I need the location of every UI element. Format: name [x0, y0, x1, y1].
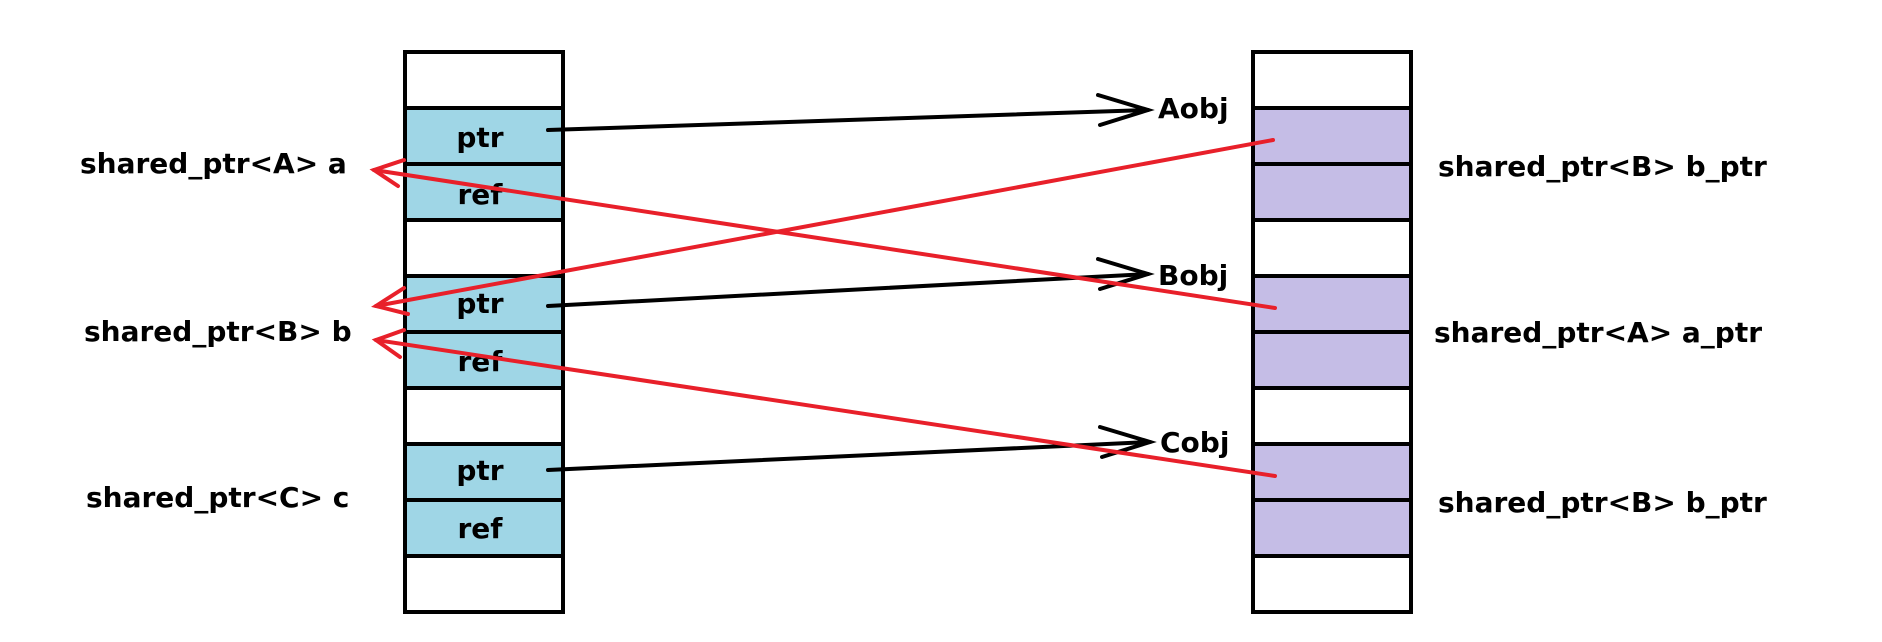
member-arrow-aobj-to-b [371, 138, 1275, 316]
heap-bobj-member: shared_ptr<A> a_ptr [1434, 316, 1762, 349]
heap-column [1251, 50, 1413, 614]
stack-empty-cell [403, 554, 565, 614]
owner-arrow-a [546, 93, 1155, 132]
stack-empty-cell [403, 218, 565, 278]
a-ptr-label: ptr [456, 121, 503, 154]
heap-empty-cell [1251, 218, 1413, 278]
b-ref-label: ref [458, 345, 504, 378]
c-ptr-label: ptr [456, 454, 503, 487]
stack-var-b-name: shared_ptr<B> b [84, 315, 352, 348]
member-arrow-cobj-to-b [371, 328, 1277, 478]
stack-empty-cell [403, 386, 565, 446]
owner-arrow-c [546, 425, 1157, 472]
owner-arrows [546, 93, 1157, 472]
c-ref-label: ref [458, 512, 504, 545]
heap-empty-cell [1251, 50, 1413, 110]
heap-aobj-cell [1251, 106, 1413, 166]
stack-b-ref-cell [403, 330, 565, 390]
stack-column: ptr ref ptr ref ptr ref [403, 50, 565, 614]
stack-var-c-name: shared_ptr<C> c [86, 481, 349, 514]
stack-var-a-name: shared_ptr<A> a [80, 147, 347, 180]
stack-empty-cell [403, 50, 565, 110]
heap-aobj-member: shared_ptr<B> b_ptr [1438, 150, 1767, 183]
b-ptr-label: ptr [456, 287, 503, 320]
heap-cobj-member: shared_ptr<B> b_ptr [1438, 486, 1767, 519]
heap-obj-bobj-name: Bobj [1158, 259, 1228, 292]
heap-cobj-cell [1251, 442, 1413, 502]
stack-c-ref-cell [403, 498, 565, 558]
heap-obj-aobj-name: Aobj [1158, 92, 1229, 125]
heap-aobj-cell [1251, 162, 1413, 222]
member-arrows [369, 138, 1277, 478]
heap-bobj-cell [1251, 274, 1413, 334]
heap-empty-cell [1251, 386, 1413, 446]
heap-cobj-cell [1251, 498, 1413, 558]
heap-obj-cobj-name: Cobj [1160, 426, 1229, 459]
heap-empty-cell [1251, 554, 1413, 614]
member-arrow-bobj-to-a [369, 158, 1277, 310]
owner-arrow-b [546, 257, 1155, 308]
heap-bobj-cell [1251, 330, 1413, 390]
